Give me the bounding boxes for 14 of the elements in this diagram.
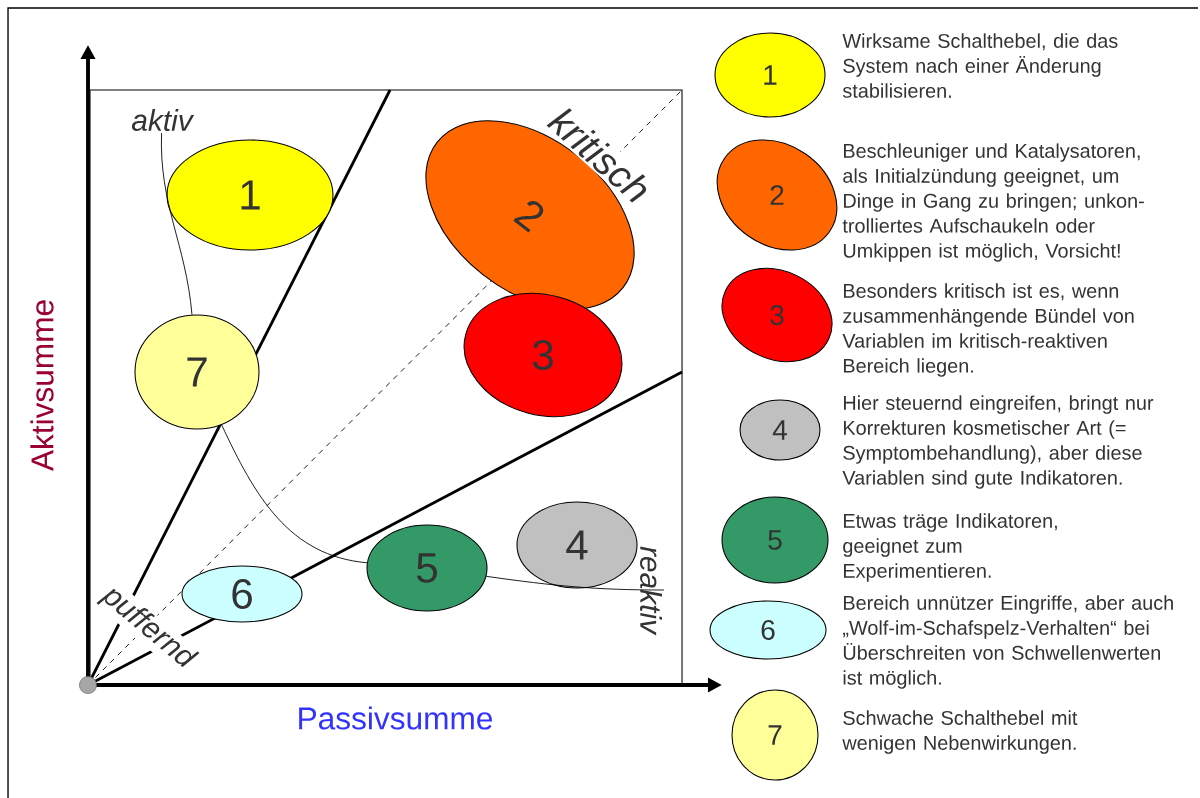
description-text: Bereich unnützer Eingriffe, aber auch „Wolf-im-Schafspelz-Verhalten“ bei Überschreiten von Schwellenwerten ist möglich. — [843, 595, 1173, 689]
description-text: Schwache Schalthebel mit wenigen Nebenwirkungen. — [842, 710, 1078, 754]
description-text: Wirksame Schalthebel, die das System nach einer Änderung stabilisieren. — [842, 33, 1118, 98]
description-text: Beschleuniger und Katalysatoren, als Initialzündung geeignet, um Dinge in Gang zu bringen; unkon- trolliertes Aufschaukeln oder Umkippen ist möglich, Vorsicht! — [842, 143, 1144, 262]
region-label: reaktiv — [640, 546, 662, 636]
description-text: Besonders kritisch ist es, wenn zusammenhängende Bündel von Variablen im kritisch-reaktiven Bereich liegen. — [842, 283, 1134, 377]
boundary-curve — [221, 424, 368, 564]
description-text: Etwas träge Indikatoren, geeignet zum Experimentieren. — [843, 513, 1057, 582]
boundary-curve — [485, 575, 665, 591]
region-label: aktiv — [131, 109, 195, 131]
axis-label: Passivsumme — [299, 706, 492, 730]
boundary-curve — [161, 132, 193, 316]
description-text: Hier steuernd eingreifen, bringt nur Korrekturen kosmetischer Art (= Symptombehandlung), aber diese Variablen sind gute Indikatoren. — [842, 395, 1154, 489]
axis-label: Aktivsumme — [30, 300, 54, 472]
